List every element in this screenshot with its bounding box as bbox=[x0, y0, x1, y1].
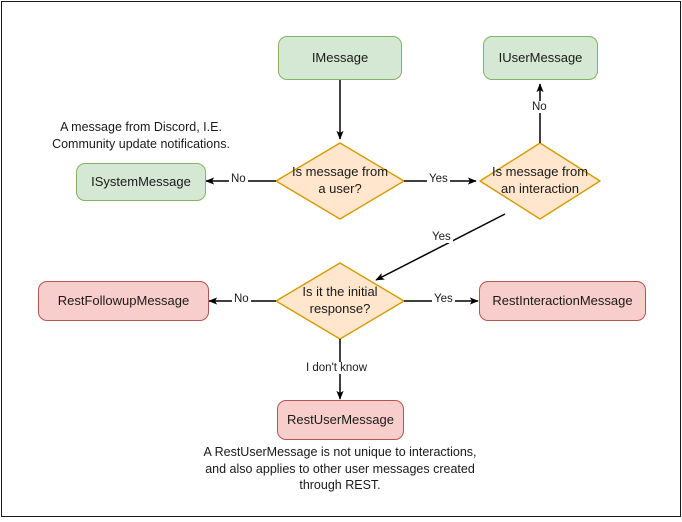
caption-rest-user-note-line2: and also applies to other user messages … bbox=[205, 461, 475, 476]
edge-label-initial-yes: Yes bbox=[432, 293, 455, 305]
edge-label-interaction-no: No bbox=[530, 101, 549, 113]
node-restusermessage[interactable]: RestUserMessage bbox=[277, 400, 404, 440]
caption-system-note-line1: A message from Discord, I.E. bbox=[60, 120, 222, 134]
node-restfollowupmessage-label: RestFollowupMessage bbox=[57, 292, 190, 308]
edge-label-initial-i-dont-know: I don't know bbox=[304, 362, 370, 374]
decision-shape-is-message-from-an-interaction bbox=[479, 142, 601, 220]
edge-label-initial-no: No bbox=[232, 293, 251, 305]
edge-label-user-no: No bbox=[229, 173, 248, 185]
edge-decision-interaction-to-decision-initial bbox=[375, 213, 506, 281]
node-iusermessage-label: IUserMessage bbox=[498, 49, 583, 65]
node-isystemmessage-label: ISystemMessage bbox=[91, 173, 191, 189]
decision-shape-is-message-from-a-user bbox=[275, 142, 405, 220]
caption-rest-user-note-line3: through REST. bbox=[299, 478, 381, 492]
node-iusermessage[interactable]: IUserMessage bbox=[483, 36, 598, 80]
node-restfollowupmessage[interactable]: RestFollowupMessage bbox=[38, 281, 209, 321]
decision-shape-is-it-the-initial-response bbox=[275, 262, 405, 340]
edge-label-interaction-yes: Yes bbox=[430, 231, 453, 243]
node-restinteractionmessage-label: RestInteractionMessage bbox=[492, 292, 633, 308]
node-isystemmessage[interactable]: ISystemMessage bbox=[76, 163, 206, 201]
node-imessage[interactable]: IMessage bbox=[278, 36, 402, 80]
node-restinteractionmessage[interactable]: RestInteractionMessage bbox=[479, 281, 646, 321]
node-restusermessage-label: RestUserMessage bbox=[287, 411, 394, 427]
caption-rest-user-message-note: A RestUserMessage is not unique to inter… bbox=[180, 444, 500, 494]
node-imessage-label: IMessage bbox=[311, 49, 369, 65]
caption-rest-user-note-line1: A RestUserMessage is not unique to inter… bbox=[203, 445, 477, 459]
caption-system-note-line2: Community update notifications. bbox=[52, 136, 230, 151]
edge-label-user-yes: Yes bbox=[427, 173, 450, 185]
caption-system-message-note: A message from Discord, I.E. Community u… bbox=[46, 119, 236, 152]
